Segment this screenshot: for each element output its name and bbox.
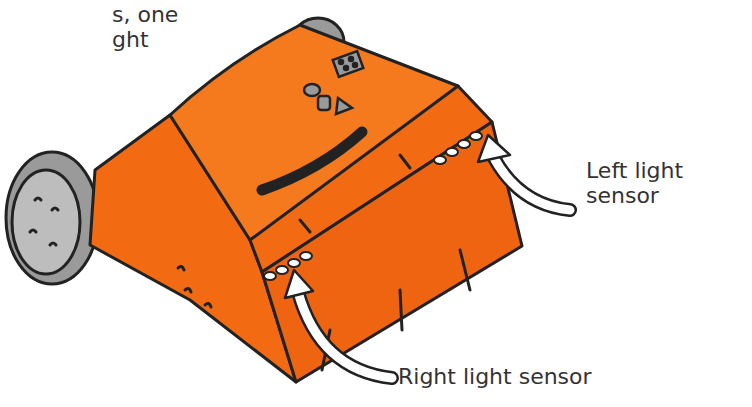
stop-button (304, 84, 320, 96)
callout-label: Left light sensor (586, 158, 716, 209)
callout-label: s, one ght (112, 2, 196, 53)
front-face (262, 122, 522, 382)
barcode-pad (333, 51, 364, 77)
left-wheel (6, 152, 98, 284)
callout-label: Right light sensor (398, 364, 592, 389)
handle (262, 132, 362, 190)
record-button (318, 96, 330, 110)
play-button (336, 98, 352, 114)
wheel-hub (12, 170, 80, 274)
arrowhead (478, 135, 510, 162)
arrowhead (285, 270, 313, 298)
